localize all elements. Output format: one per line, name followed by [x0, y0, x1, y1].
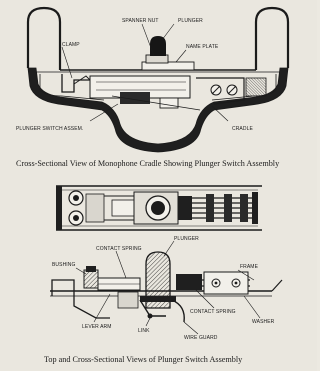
cradle-right-bracket [196, 77, 267, 105]
label-plunger-bottom: PLUNGER [174, 236, 199, 242]
bushing [83, 269, 99, 289]
switch-cross-section: PLUNGER CONTACT SPRING BUSHING FRAME LEV… [44, 236, 283, 364]
wire-guard [171, 299, 185, 323]
frame-left-end [51, 279, 110, 319]
plunger-cap [150, 36, 166, 56]
label-contact-spring-bottom: CONTACT SPRING [190, 309, 236, 315]
label-spanner-nut: SPANNER NUT [122, 18, 159, 24]
label-name-plate: NAME PLATE [186, 44, 219, 50]
label-contact-spring-top: CONTACT SPRING [96, 246, 142, 252]
plunger-switch-assembly [89, 75, 201, 111]
label-clamp: CLAMP [62, 42, 80, 48]
label-plunger-top: PLUNGER [178, 18, 203, 24]
switch-top-view [56, 185, 262, 231]
cradle-right-horn [254, 6, 290, 70]
label-wire-guard: WIRE GUARD [184, 335, 218, 341]
plunger-section [145, 251, 171, 309]
label-lever-arm: LEVER ARM [82, 324, 112, 330]
cradle-body-shell [27, 67, 289, 153]
caption-bottom-figure: Top and Cross-Sectional Views of Plunger… [44, 355, 243, 364]
caption-top-figure: Cross-Sectional View of Monophone Cradle… [16, 159, 280, 168]
spanner-nut [145, 54, 169, 64]
label-bushing: BUSHING [52, 262, 75, 268]
cradle-cross-section: SPANNER NUT PLUNGER CLAMP NAME PLATE PLU… [16, 6, 290, 168]
label-washer: WASHER [252, 319, 275, 325]
label-cradle: CRADLE [232, 126, 253, 132]
contact-spring-stack [176, 271, 250, 295]
label-link: LINK [138, 328, 150, 334]
label-frame: FRAME [240, 264, 259, 270]
label-plunger-switch-assem: PLUNGER SWITCH ASSEM. [16, 126, 83, 132]
washer [203, 271, 249, 295]
cradle-left-horn [26, 6, 62, 70]
